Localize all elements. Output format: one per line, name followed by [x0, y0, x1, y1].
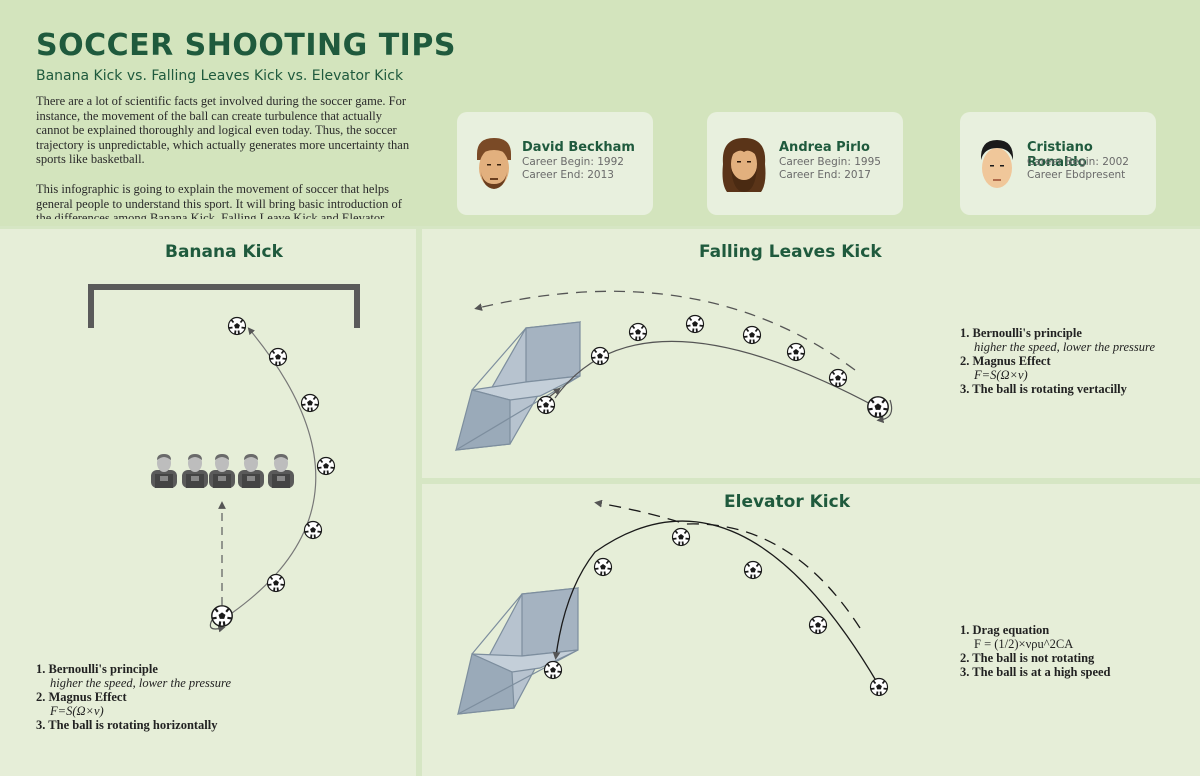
intro-text: There are a lot of scientific facts get … [36, 94, 416, 219]
falling-title: Falling Leaves Kick [699, 242, 882, 262]
career-begin: Career Begin: 2002 [1027, 156, 1129, 168]
note-2-sub: F=S(Ω×v) [974, 368, 1028, 382]
ball-icon [543, 527, 889, 697]
player-name: David Beckham [522, 140, 635, 155]
pirlo-face-icon [722, 138, 766, 192]
note-3: 3. The ball is rotating horizontally [36, 718, 218, 732]
player-name: Cristiano Ronaldo [1027, 140, 1093, 170]
elevator-diagram [456, 499, 889, 715]
banana-panel [0, 229, 416, 776]
spin-arrow-icon [209, 619, 226, 633]
note-3: 3. The ball is at a high speed [960, 665, 1111, 679]
page-subtitle: Banana Kick vs. Falling Leaves Kick vs. … [36, 68, 404, 84]
note-1: 1. Drag equation [960, 623, 1050, 637]
note-3: 3. The ball is rotating vertacilly [960, 382, 1127, 396]
player-card-pirlo: Andrea Pirlo Career Begin: 1995 Career E… [707, 112, 903, 215]
career-begin: Career Begin: 1995 [779, 156, 881, 168]
note-2: 2. The ball is not rotating [960, 651, 1095, 665]
career-begin: Career Begin: 1992 [522, 156, 624, 168]
player-card-ronaldo: Cristiano Ronaldo Career Begin: 2002 Car… [960, 112, 1156, 215]
defender-wall [151, 454, 294, 488]
elevator-title: Elevator Kick [724, 492, 851, 512]
ronaldo-face-icon [980, 140, 1014, 188]
banana-diagram [88, 284, 360, 633]
falling-notes: 1. Bernoulli's principle higher the spee… [960, 326, 1155, 396]
note-1-sub: higher the speed, lower the pressure [50, 676, 231, 690]
page-title: SOCCER SHOOTING TIPS [36, 28, 456, 63]
note-2-sub: F=S(Ω×v) [50, 704, 104, 718]
falling-trajectory [554, 340, 879, 409]
note-2: 2. Magnus Effect [960, 354, 1051, 368]
career-end: Career Ebdpresent [1027, 169, 1126, 181]
career-end: Career End: 2013 [522, 169, 614, 181]
note-2: 2. Magnus Effect [36, 690, 127, 704]
spin-arrow-icon [876, 399, 893, 424]
falling-diagram [454, 290, 893, 451]
note-1: 1. Bernoulli's principle [960, 326, 1082, 340]
note-1: 1. Bernoulli's principle [36, 662, 158, 676]
falling-goal [454, 321, 582, 451]
elevator-goal [456, 587, 580, 715]
elevator-notes: 1. Drag equation F = (1/2)×νρu^2CA 2. Th… [960, 623, 1111, 679]
elevator-trajectory [552, 520, 879, 685]
note-1-sub: F = (1/2)×νρu^2CA [974, 637, 1074, 651]
elevator-ball-path-arrow [594, 499, 861, 629]
career-end: Career End: 2017 [779, 169, 871, 181]
beckham-face-icon [477, 138, 511, 189]
intro-paragraph-2: This infographic is going to explain the… [36, 181, 402, 219]
ball-icon [536, 314, 890, 419]
player-name: Andrea Pirlo [779, 140, 870, 155]
banana-notes: 1. Bernoulli's principle higher the spee… [36, 662, 231, 732]
intro-paragraph-1: There are a lot of scientific facts get … [36, 94, 410, 167]
banana-title: Banana Kick [165, 242, 283, 262]
player-card-beckham: David Beckham Career Begin: 1992 Career … [457, 112, 653, 215]
banana-goal [88, 284, 360, 328]
note-1-sub: higher the speed, lower the pressure [974, 340, 1155, 354]
